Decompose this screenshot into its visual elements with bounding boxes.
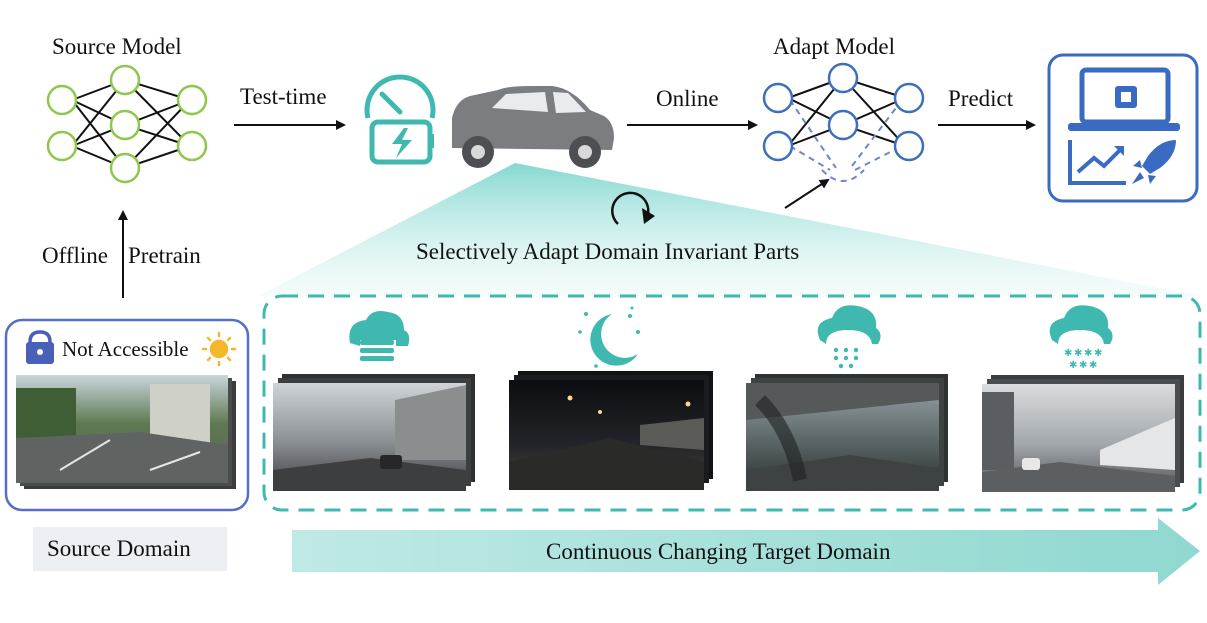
adapt-model-nodes xyxy=(762,62,925,162)
network-node xyxy=(762,130,794,162)
network-node xyxy=(893,82,925,114)
svg-text:✱: ✱ xyxy=(1089,360,1097,371)
target-domain-label: Continuous Changing Target Domain xyxy=(546,539,891,564)
fog-road-image xyxy=(273,374,475,491)
svg-text:✱: ✱ xyxy=(1094,348,1102,359)
selective-adapt-label: Selectively Adapt Domain Invariant Parts xyxy=(416,239,800,264)
snow-icon: ✱✱✱✱ ✱✱✱ xyxy=(1049,305,1113,371)
target-domain-box xyxy=(262,294,1202,512)
night-icon xyxy=(578,306,640,368)
rain-road-image xyxy=(746,374,948,491)
svg-text:✱: ✱ xyxy=(1074,348,1082,359)
svg-text:✱: ✱ xyxy=(1084,348,1092,359)
source-model-title: Source Model xyxy=(52,34,182,59)
svg-text:✱: ✱ xyxy=(1064,348,1072,359)
network-node xyxy=(176,130,208,162)
gauge-battery-icon xyxy=(364,74,436,165)
target-domain-arrow xyxy=(292,518,1200,585)
fog-icon xyxy=(349,311,410,361)
rocket-icon xyxy=(1142,140,1176,174)
svg-text:✱: ✱ xyxy=(1079,360,1087,371)
source-road-image xyxy=(16,375,228,483)
not-accessible-label: Not Accessible xyxy=(62,337,189,361)
pretrain-label: Pretrain xyxy=(128,243,201,268)
network-node xyxy=(893,130,925,162)
snow-road-image xyxy=(982,375,1184,492)
predict-label: Predict xyxy=(948,86,1014,111)
network-node xyxy=(109,64,141,96)
offline-label: Offline xyxy=(42,243,109,268)
network-node xyxy=(46,84,78,116)
network-node xyxy=(46,130,78,162)
source-domain-panel xyxy=(4,318,250,512)
svg-text:✱: ✱ xyxy=(1069,360,1077,371)
network-node xyxy=(762,82,794,114)
source-domain-label: Source Domain xyxy=(47,536,191,561)
network-node xyxy=(109,152,141,184)
source-domain-bg xyxy=(33,527,227,571)
night-road-image xyxy=(509,371,713,490)
network-node xyxy=(176,84,208,116)
laptop-icon xyxy=(1079,67,1171,125)
car-icon xyxy=(452,86,614,168)
network-node xyxy=(109,109,141,141)
source-model-nodes xyxy=(46,64,208,184)
adapt-model-title: Adapt Model xyxy=(773,34,896,59)
adapt-model-dashed-links xyxy=(789,99,903,182)
chart-icon xyxy=(1068,140,1126,185)
network-node xyxy=(827,109,859,141)
network-node xyxy=(827,62,859,94)
rain-icon xyxy=(817,305,881,369)
adapt-cycle-arrow xyxy=(611,191,650,225)
sun-icon xyxy=(201,331,237,367)
selective-adapt-arrow xyxy=(784,178,830,209)
lock-icon xyxy=(26,330,54,364)
attention-beam xyxy=(258,163,1200,296)
test-time-label: Test-time xyxy=(240,84,327,109)
online-label: Online xyxy=(656,86,719,111)
predict-panel xyxy=(1047,53,1199,203)
